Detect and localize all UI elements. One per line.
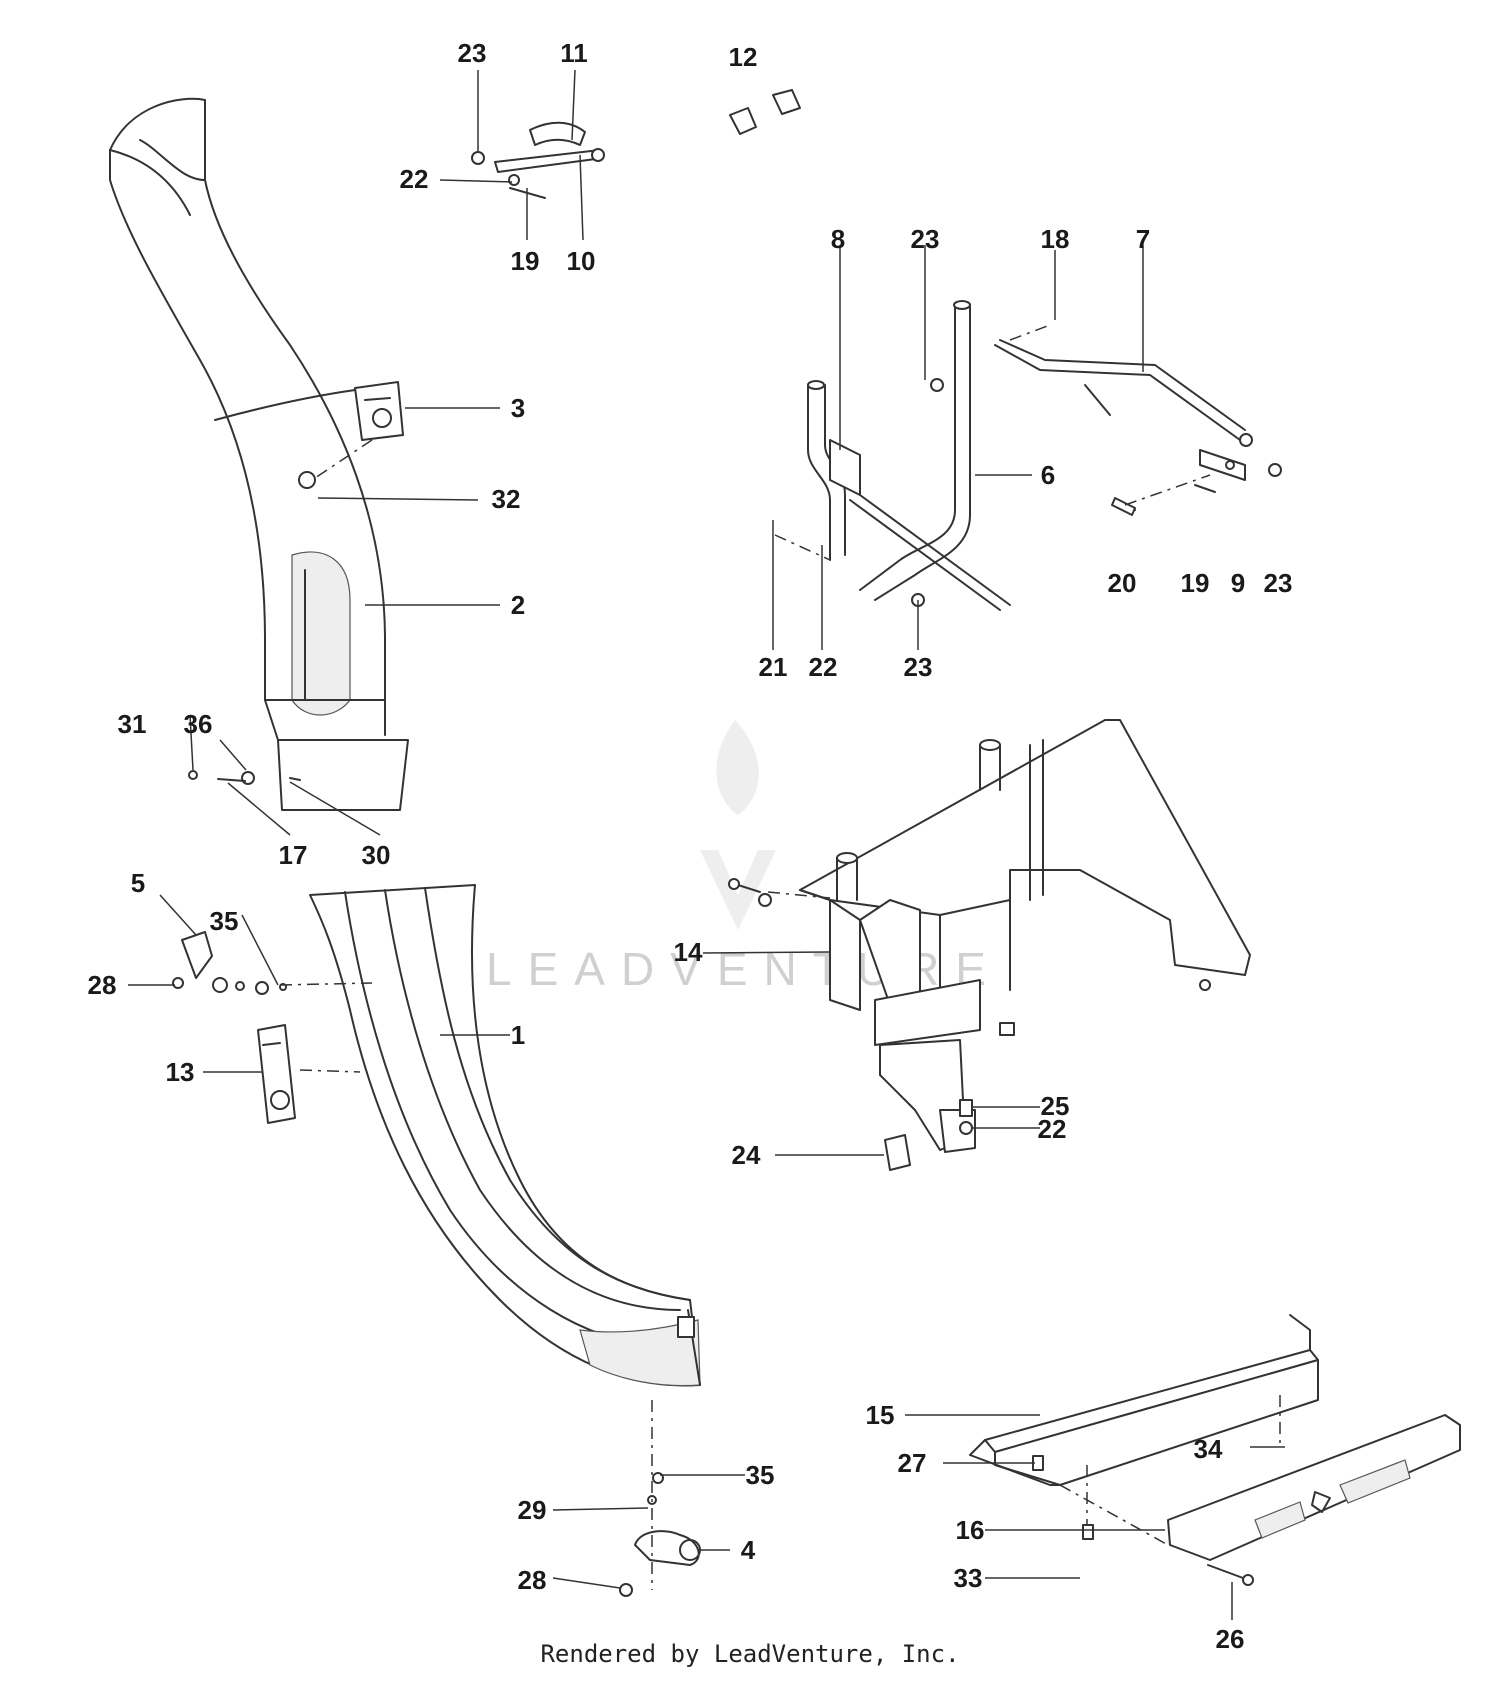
callout-20: 20 — [1108, 568, 1137, 598]
callout-2: 2 — [511, 590, 525, 620]
callout-29: 29 — [518, 1495, 547, 1525]
part-linkage-7 — [994, 339, 1282, 516]
callout-31: 31 — [118, 709, 147, 739]
part-handle-5 — [172, 931, 287, 995]
part-hardware-31-36-17-30 — [188, 770, 301, 785]
footer-credit: Rendered by LeadVenture, Inc. — [540, 1640, 960, 1668]
callout-27: 27 — [898, 1448, 927, 1478]
part-upper-chute — [109, 97, 409, 811]
callout-4: 4 — [741, 1535, 756, 1565]
callout-23: 23 — [458, 38, 487, 68]
callout-30: 30 — [362, 840, 391, 870]
callout-3: 3 — [511, 393, 525, 423]
part-bracket-10-11 — [471, 121, 605, 199]
callout-17: 17 — [279, 840, 308, 870]
callout-19: 19 — [511, 246, 540, 276]
assembly-lines — [279, 324, 1281, 1590]
callout-33: 33 — [954, 1563, 983, 1593]
callout-28-b: 28 — [518, 1565, 547, 1595]
callout-28: 28 — [88, 970, 117, 1000]
callout-18: 18 — [1041, 224, 1070, 254]
callout-34: 34 — [1194, 1434, 1223, 1464]
part-frame-hardware — [728, 878, 772, 907]
callout-23-b: 23 — [911, 224, 940, 254]
callout-32: 32 — [492, 484, 521, 514]
part-hardware-lower — [619, 1472, 701, 1597]
callout-19-b: 19 — [1181, 568, 1210, 598]
part-hardware-25-22 — [959, 1099, 973, 1135]
part-decal-3 — [298, 381, 404, 489]
callout-23-c: 23 — [1264, 568, 1293, 598]
part-frame-14 — [799, 719, 1251, 1153]
callout-13: 13 — [166, 1057, 195, 1087]
callout-5: 5 — [131, 868, 145, 898]
leadventure-logo-icon — [700, 720, 776, 930]
watermark-text: LEADVENTURE — [486, 943, 1002, 995]
part-skid-15-16 — [969, 1314, 1461, 1586]
callout-12: 12 — [729, 42, 758, 72]
callout-11: 11 — [560, 38, 588, 68]
part-lower-chute — [309, 884, 701, 1387]
callout-22-b: 22 — [809, 652, 838, 682]
callout-8: 8 — [831, 224, 845, 254]
callout-25: 25 — [1041, 1091, 1070, 1121]
callout-35: 35 — [210, 906, 239, 936]
callout-10: 10 — [567, 246, 596, 276]
callout-22: 22 — [400, 164, 429, 194]
callout-7: 7 — [1136, 224, 1150, 254]
callout-14: 14 — [674, 937, 703, 967]
callouts: 23 11 12 22 19 10 8 23 18 7 3 32 2 6 20 … — [88, 38, 1293, 1654]
callout-26: 26 — [1216, 1624, 1245, 1654]
part-decal-24 — [884, 1134, 911, 1171]
part-decal-13 — [257, 1024, 296, 1124]
part-caps-12 — [729, 89, 801, 135]
part-crank-rods-6-8 — [807, 300, 1011, 611]
leader-lines — [128, 69, 1285, 1620]
callout-6: 6 — [1041, 460, 1055, 490]
callout-35-b: 35 — [746, 1460, 775, 1490]
callout-21: 21 — [759, 652, 788, 682]
callout-24: 24 — [732, 1140, 761, 1170]
callout-22-c: 22 — [1038, 1114, 1067, 1144]
callout-23-d: 23 — [904, 652, 933, 682]
callout-36: 36 — [184, 709, 213, 739]
callout-16: 16 — [956, 1515, 985, 1545]
callout-15: 15 — [866, 1400, 895, 1430]
callout-9: 9 — [1231, 568, 1245, 598]
callout-1: 1 — [511, 1020, 525, 1050]
